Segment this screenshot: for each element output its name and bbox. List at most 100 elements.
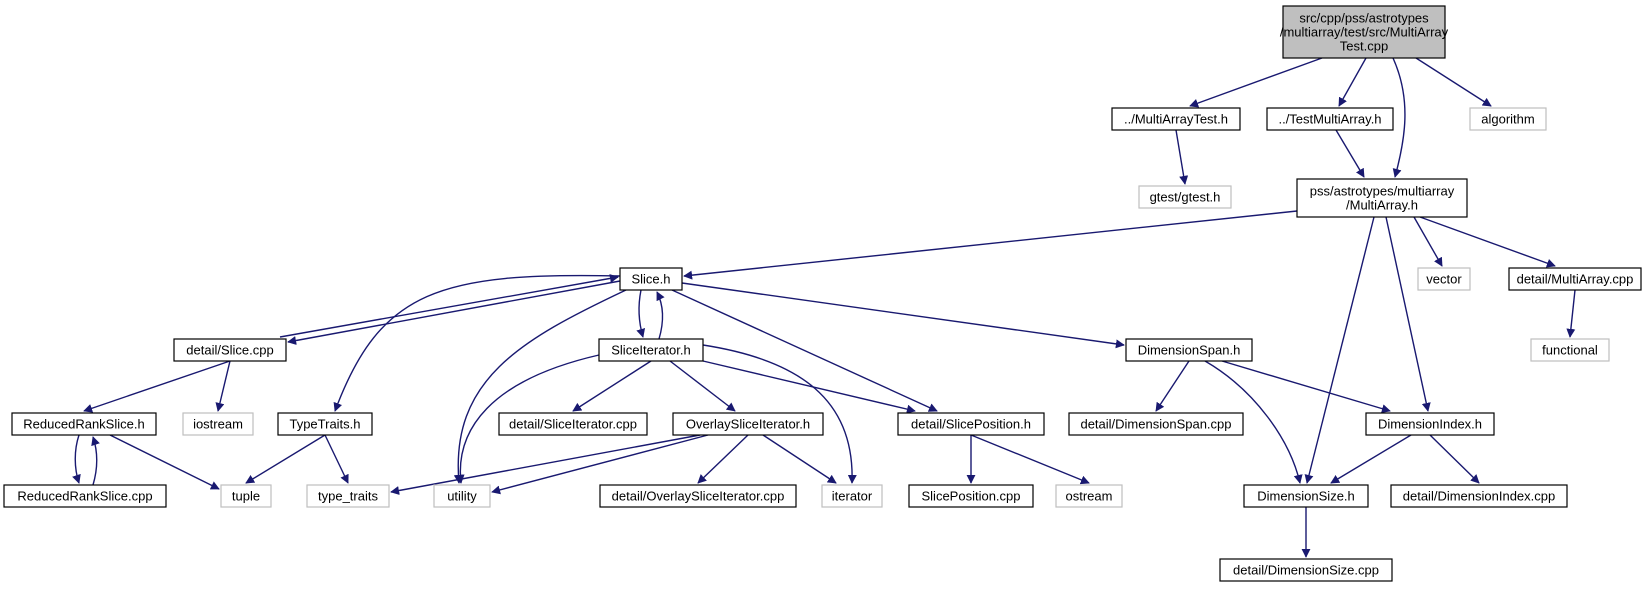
node-box bbox=[821, 484, 883, 508]
edge-sliceiterator-h-to-utility bbox=[455, 354, 600, 484]
node-box bbox=[599, 484, 797, 508]
edge-testmultiarray-h-to-multiarray-h bbox=[1335, 129, 1365, 178]
node-label: iterator bbox=[832, 489, 873, 504]
node-root[interactable]: src/cpp/pss/astrotypes/multiarray/test/s… bbox=[1280, 5, 1449, 59]
node-box bbox=[1296, 178, 1468, 218]
node-box bbox=[1282, 5, 1446, 59]
edge-detail-multiarray-cpp-to-functional bbox=[1566, 289, 1576, 338]
node-label: ReducedRankSlice.h bbox=[23, 417, 144, 432]
node-dimensionindex-h[interactable]: DimensionIndex.h bbox=[1365, 412, 1495, 436]
node-label: ostream bbox=[1066, 489, 1113, 504]
node-dimensionspan-h[interactable]: DimensionSpan.h bbox=[1125, 338, 1253, 362]
node-algorithm[interactable]: algorithm bbox=[1469, 107, 1547, 131]
node-box bbox=[1469, 107, 1547, 131]
node-iterator[interactable]: iterator bbox=[821, 484, 883, 508]
node-box bbox=[1417, 267, 1471, 291]
node-tuple[interactable]: tuple bbox=[220, 484, 272, 508]
node-box bbox=[11, 412, 157, 436]
node-label: detail/DimensionSpan.cpp bbox=[1080, 417, 1231, 432]
edge-slice-h-to-detail-sliceposition-h bbox=[671, 289, 938, 412]
node-label: utility bbox=[447, 489, 477, 504]
edge-sliceiterator-h-to-detail-sliceiterator-cpp bbox=[572, 360, 652, 412]
node-box bbox=[1138, 185, 1232, 209]
node-slice-h[interactable]: Slice.h bbox=[619, 267, 683, 291]
node-reducedrankslice-h[interactable]: ReducedRankSlice.h bbox=[11, 412, 157, 436]
node-detail-sliceposition-h[interactable]: detail/SlicePosition.h bbox=[897, 412, 1045, 436]
edge-reducedrankslice-cpp-to-reducedrankslice-h bbox=[91, 436, 100, 486]
edge-sliceiterator-h-to-iterator bbox=[702, 344, 857, 484]
node-label: vector bbox=[1426, 272, 1462, 287]
node-label: src/cpp/pss/astrotypes bbox=[1299, 11, 1429, 26]
edge-slice-h-to-sliceiterator-h bbox=[636, 289, 646, 338]
node-sliceposition-cpp[interactable]: SlicePosition.cpp bbox=[908, 484, 1034, 508]
node-label: SlicePosition.cpp bbox=[922, 489, 1021, 504]
node-iostream[interactable]: iostream bbox=[182, 412, 254, 436]
nodes-layer: src/cpp/pss/astrotypes/multiarray/test/s… bbox=[3, 5, 1642, 582]
edge-overlaysliceiterator-h-to-iterator bbox=[762, 434, 837, 484]
node-label: tuple bbox=[232, 489, 260, 504]
node-box bbox=[498, 412, 648, 436]
node-box bbox=[1266, 107, 1394, 131]
node-box bbox=[220, 484, 272, 508]
node-label: DimensionSize.h bbox=[1257, 489, 1355, 504]
edge-dimensionindex-h-to-detail-dimensionindex-cpp bbox=[1429, 434, 1480, 484]
node-label: /multiarray/test/src/MultiArray bbox=[1280, 25, 1449, 40]
node-detail-dimensionsize-cpp[interactable]: detail/DimensionSize.cpp bbox=[1219, 558, 1393, 582]
node-box bbox=[1125, 338, 1253, 362]
edge-detail-sliceposition-h-to-ostream bbox=[970, 434, 1090, 485]
node-detail-dimensionindex-cpp[interactable]: detail/DimensionIndex.cpp bbox=[1390, 484, 1568, 508]
node-box bbox=[306, 484, 390, 508]
node-label: pss/astrotypes/multiarray bbox=[1310, 184, 1455, 199]
node-detail-overlaysliceiterator-cpp[interactable]: detail/OverlaySliceIterator.cpp bbox=[599, 484, 797, 508]
node-box bbox=[182, 412, 254, 436]
node-box bbox=[619, 267, 683, 291]
node-vector[interactable]: vector bbox=[1417, 267, 1471, 291]
node-functional[interactable]: functional bbox=[1530, 338, 1610, 362]
node-detail-multiarray-cpp[interactable]: detail/MultiArray.cpp bbox=[1508, 267, 1642, 291]
edge-slice-h-to-utility bbox=[453, 289, 627, 484]
node-detail-dimensionspan-cpp[interactable]: detail/DimensionSpan.cpp bbox=[1068, 412, 1244, 436]
edge-multiarraytest-h-to-gtest bbox=[1175, 129, 1189, 185]
node-label: Test.cpp bbox=[1340, 39, 1388, 54]
node-reducedrankslice-cpp[interactable]: ReducedRankSlice.cpp bbox=[3, 484, 167, 508]
node-label: ../MultiArrayTest.h bbox=[1124, 112, 1228, 127]
node-gtest[interactable]: gtest/gtest.h bbox=[1138, 185, 1232, 209]
node-label: DimensionSpan.h bbox=[1138, 343, 1241, 358]
node-label: detail/MultiArray.cpp bbox=[1517, 272, 1634, 287]
edges-layer bbox=[72, 57, 1576, 558]
node-detail-slice-cpp[interactable]: detail/Slice.cpp bbox=[173, 338, 287, 362]
node-label: detail/Slice.cpp bbox=[186, 343, 273, 358]
edge-dimensionspan-h-to-detail-dimensionspan-cpp bbox=[1155, 360, 1190, 412]
node-label: SliceIterator.h bbox=[611, 343, 691, 358]
node-label: detail/SlicePosition.h bbox=[911, 417, 1031, 432]
node-utility[interactable]: utility bbox=[433, 484, 491, 508]
edge-dimensionspan-h-to-dimensionsize-h bbox=[1204, 360, 1303, 484]
node-box bbox=[1055, 484, 1123, 508]
node-dimensionsize-h[interactable]: DimensionSize.h bbox=[1243, 484, 1369, 508]
node-box bbox=[3, 484, 167, 508]
edge-reducedrankslice-h-to-reducedrankslice-cpp bbox=[72, 434, 81, 484]
edge-detail-slice-cpp-to-iostream bbox=[215, 360, 231, 412]
node-typetraits-h[interactable]: TypeTraits.h bbox=[277, 412, 373, 436]
node-box bbox=[173, 338, 287, 362]
edge-slice-h-to-dimensionspan-h bbox=[681, 282, 1125, 349]
node-label: detail/SliceIterator.cpp bbox=[509, 417, 637, 432]
node-label: detail/DimensionIndex.cpp bbox=[1403, 489, 1555, 504]
node-box bbox=[1508, 267, 1642, 291]
node-type-traits[interactable]: type_traits bbox=[306, 484, 390, 508]
node-multiarraytest-h[interactable]: ../MultiArrayTest.h bbox=[1111, 107, 1241, 131]
edge-overlaysliceiterator-h-to-type-traits bbox=[390, 434, 701, 495]
edge-multiarray-h-to-slice-h bbox=[683, 210, 1298, 280]
node-detail-sliceiterator-cpp[interactable]: detail/SliceIterator.cpp bbox=[498, 412, 648, 436]
node-sliceiterator-h[interactable]: SliceIterator.h bbox=[598, 338, 704, 362]
node-multiarray-h[interactable]: pss/astrotypes/multiarray/MultiArray.h bbox=[1296, 178, 1468, 218]
node-overlaysliceiterator-h[interactable]: OverlaySliceIterator.h bbox=[672, 412, 824, 436]
node-label: detail/OverlaySliceIterator.cpp bbox=[612, 489, 785, 504]
node-box bbox=[1068, 412, 1244, 436]
node-label: ReducedRankSlice.cpp bbox=[17, 489, 152, 504]
node-testmultiarray-h[interactable]: ../TestMultiArray.h bbox=[1266, 107, 1394, 131]
node-ostream[interactable]: ostream bbox=[1055, 484, 1123, 508]
node-label: functional bbox=[1542, 343, 1598, 358]
node-box bbox=[672, 412, 824, 436]
edge-dimensionspan-h-to-dimensionindex-h bbox=[1221, 360, 1391, 414]
